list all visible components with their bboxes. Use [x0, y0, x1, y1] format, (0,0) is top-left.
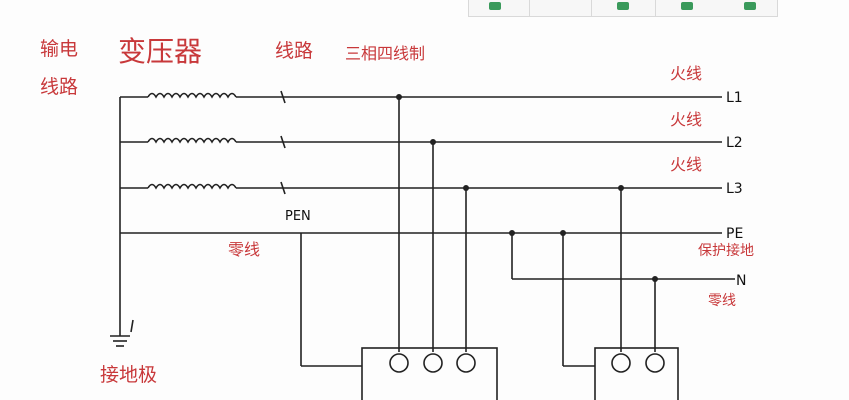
left-device-terminal-l1	[389, 353, 409, 373]
toolbar-divider	[591, 0, 592, 16]
line-label: 线路	[275, 40, 314, 62]
live-wire-label-3: 火线	[670, 155, 703, 174]
toolbar-divider	[655, 0, 656, 16]
ground-electrode-label: 接地极	[100, 364, 158, 386]
junction-dot	[618, 185, 624, 191]
transmission-line-label-1: 输电	[40, 38, 79, 60]
pen-label: PEN	[285, 209, 311, 224]
junction-dot	[652, 276, 658, 282]
n-label: N	[736, 273, 747, 289]
toolbar-green-icon	[489, 2, 501, 10]
toolbar-green-icon	[681, 2, 693, 10]
l2-label: L2	[726, 135, 743, 151]
toolbar-green-icon	[744, 2, 756, 10]
ground-small-mark	[130, 319, 134, 333]
left-device-box	[361, 347, 498, 400]
line-break-mark	[280, 135, 286, 149]
l1-transformer-coil	[147, 92, 237, 99]
right-device-terminal-n	[645, 353, 665, 373]
right-device-box	[594, 347, 679, 400]
junction-dot	[463, 185, 469, 191]
toolbar-divider	[529, 0, 530, 16]
toolbar-green-icon	[617, 2, 629, 10]
transmission-line-label-2: 线路	[40, 76, 79, 98]
l1-label: L1	[726, 90, 743, 106]
protective-earth-label: 保护接地	[698, 243, 754, 259]
l3-transformer-coil	[147, 183, 237, 190]
top-toolbar-strip	[468, 0, 778, 17]
transformer-label: 变压器	[118, 35, 203, 68]
pe-label: PE	[726, 226, 744, 242]
three-phase-four-wire-label: 三相四线制	[345, 44, 426, 63]
junction-dot	[560, 230, 566, 236]
l3-label: L3	[726, 181, 743, 197]
right-device-terminal-l3	[611, 353, 631, 373]
neutral-wire-label-right: 零线	[708, 293, 736, 309]
left-device-terminal-l2	[423, 353, 443, 373]
line-break-mark	[280, 181, 286, 195]
l2-transformer-coil	[147, 137, 237, 144]
junction-dot	[509, 230, 515, 236]
live-wire-label-2: 火线	[670, 110, 703, 129]
line-break-mark	[280, 90, 286, 104]
live-wire-label-1: 火线	[670, 64, 703, 83]
junction-dot	[430, 139, 436, 145]
neutral-wire-label-left: 零线	[228, 240, 261, 259]
left-device-terminal-l3	[456, 353, 476, 373]
junction-dot	[396, 94, 402, 100]
